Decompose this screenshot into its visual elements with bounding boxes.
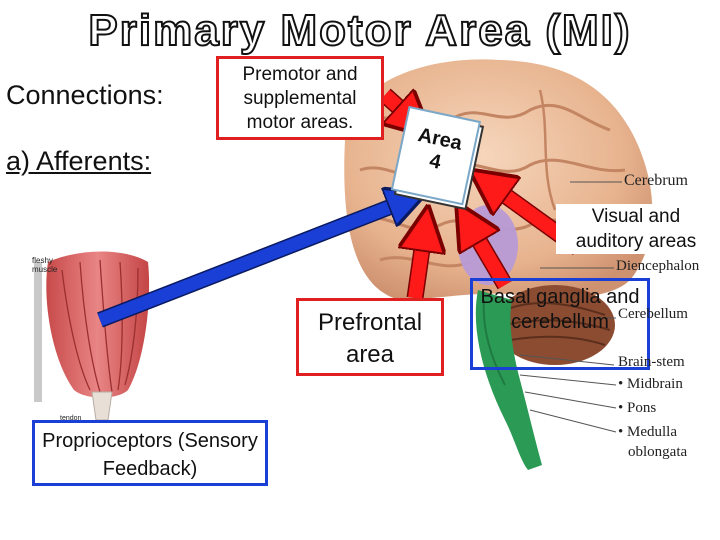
label-pons: • Pons [618,400,657,416]
basal-cerebellum-box: Basal ganglia and cerebellum [470,278,650,370]
label-brainstem: Brain-stem [618,354,685,370]
connections-heading: Connections: [6,80,164,110]
label-muscle: muscle [32,265,58,274]
visual-auditory-label: Visual and auditory areas [556,204,716,254]
label-diencephalon: Diencephalon [616,258,700,274]
label-medulla: • Medulla [618,424,677,440]
label-oblongata: oblongata [628,444,688,460]
muscle-illustration [34,251,150,421]
label-tendon: tendon [60,415,82,422]
area4-box [390,105,485,211]
slide-title: Primary Motor Area (MI) [87,5,632,56]
label-midbrain: • Midbrain [618,376,683,392]
label-fleshy: fleshy [32,256,53,265]
label-cerebellum: Cerebellum [618,306,688,322]
proprioceptors-box: Proprioceptors (Sensory Feedback) [32,420,268,486]
premotor-box: Premotor and supplemental motor areas. [216,56,384,140]
blue-arrow [97,200,408,328]
label-cerebrum: Cerebrum [624,172,688,189]
leader-lines [519,181,622,433]
afferents-heading: a) Afferents: [6,146,152,176]
prefrontal-box: Prefrontal area [296,298,444,376]
